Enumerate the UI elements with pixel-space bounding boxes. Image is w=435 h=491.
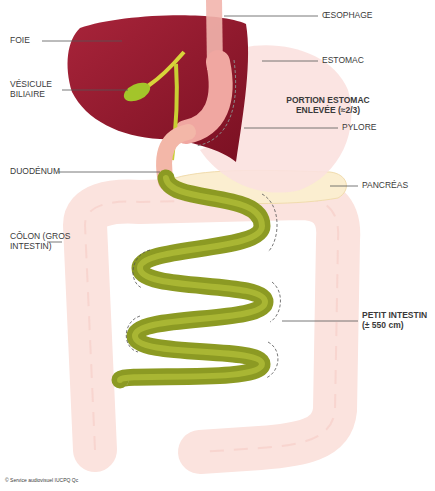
organ-label: PANCRÉAS [362,181,432,191]
staple-line [196,60,236,146]
copyright-note: © Service audiovisuel IUCPQ Qc [5,478,155,484]
callout-note: PETIT INTESTIN (± 550 cm) [362,311,434,331]
leader-lines [42,16,358,321]
small-intestine-highlight [120,178,265,380]
organ-label: PYLORE [342,123,422,133]
gallbladder [121,79,153,105]
length-dashes [126,194,280,378]
callout-note: PORTION ESTOMAC ENLEVÉE (≈2/3) [282,96,374,116]
organ-label: CÔLON (GROS INTESTIN) [10,232,74,252]
organ-label: DUODÉNUM [10,167,70,177]
organ-label: ESTOMAC [322,56,422,66]
organ-label: FOIE [10,36,50,46]
organ-label: VÉSICULE BILIAIRE [10,80,66,100]
small-intestine [120,178,265,380]
stomach-sleeve [186,62,221,132]
organ-label: ŒSOPHAGE [322,11,422,21]
